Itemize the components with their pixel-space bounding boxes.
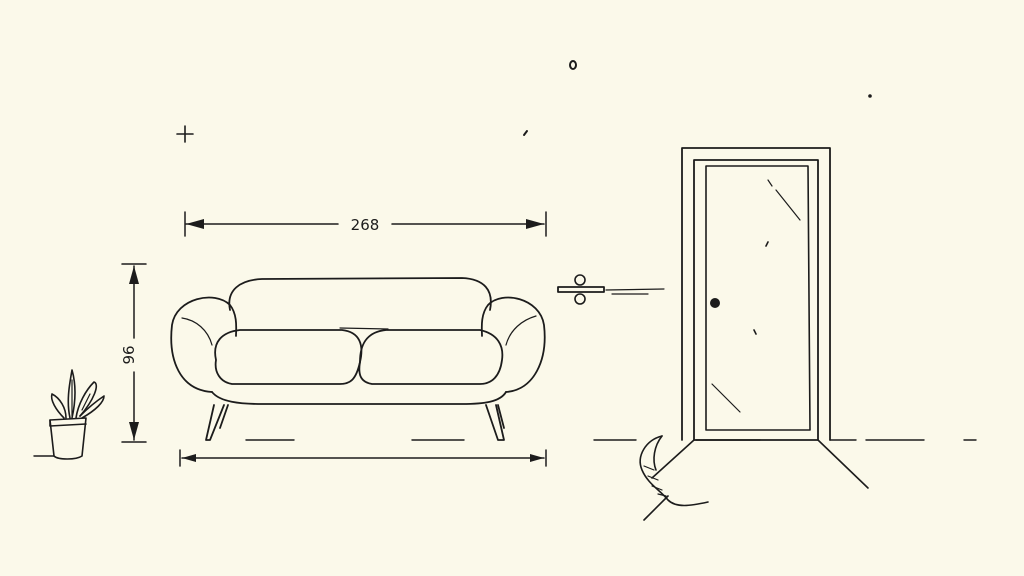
floor-line (33, 439, 977, 457)
door-knob-icon (710, 298, 720, 308)
plant-drawing (49, 369, 105, 460)
ink-dot (868, 94, 872, 98)
arrow-left-icon (186, 219, 204, 229)
door-drawing (651, 147, 869, 489)
height-dimension: 96 (120, 263, 147, 443)
width-dimension: 268 (184, 211, 547, 237)
plus-mark (176, 125, 194, 143)
arrow-right-icon (530, 454, 544, 462)
ink-dot (569, 60, 577, 70)
rug-corner (639, 435, 709, 521)
arrow-up-icon (129, 266, 139, 284)
sofa-drawing (170, 277, 546, 441)
width-label: 268 (351, 216, 380, 234)
arrow-left-icon (182, 454, 196, 462)
arrow-right-icon (526, 219, 544, 229)
arrow-down-icon (129, 422, 139, 440)
wall-fixture (557, 274, 665, 305)
height-label: 96 (120, 345, 138, 364)
floor-dimension (179, 449, 547, 467)
ink-tick (523, 130, 528, 136)
